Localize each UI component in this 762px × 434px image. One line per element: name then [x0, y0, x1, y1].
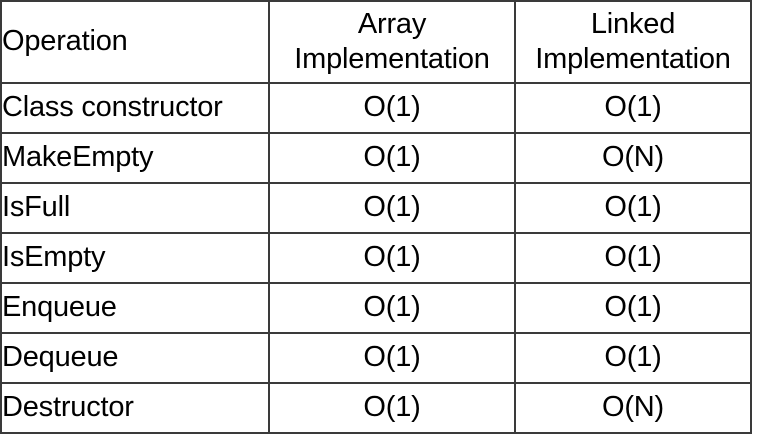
- column-header-operation: Operation: [0, 0, 270, 84]
- cell-array-complexity: O(1): [268, 182, 516, 234]
- column-header-array-line1: Array: [357, 7, 427, 40]
- cell-linked-complexity: O(1): [514, 82, 752, 134]
- table-row: Destructor O(1) O(N): [0, 382, 752, 434]
- column-header-array-implementation: Array Implementation: [268, 0, 516, 84]
- cell-operation-name: IsEmpty: [0, 232, 270, 284]
- column-header-array-line2: Implementation: [294, 43, 490, 75]
- table-row: IsEmpty O(1) O(1): [0, 232, 752, 284]
- cell-operation-name: MakeEmpty: [0, 132, 270, 184]
- table-row: MakeEmpty O(1) O(N): [0, 132, 752, 184]
- cell-operation-name: Enqueue: [0, 282, 270, 334]
- table-row: Class constructor O(1) O(1): [0, 82, 752, 134]
- cell-operation-name: Dequeue: [0, 332, 270, 384]
- cell-array-complexity: O(1): [268, 232, 516, 284]
- cell-linked-complexity: O(1): [514, 282, 752, 334]
- cell-operation-name: Class constructor: [0, 82, 270, 134]
- table-row: Dequeue O(1) O(1): [0, 332, 752, 384]
- column-header-linked-implementation: Linked Implementation: [514, 0, 752, 84]
- cell-linked-complexity: O(N): [514, 382, 752, 434]
- cell-array-complexity: O(1): [268, 282, 516, 334]
- table-row: Enqueue O(1) O(1): [0, 282, 752, 334]
- cell-linked-complexity: O(1): [514, 232, 752, 284]
- cell-operation-name: IsFull: [0, 182, 270, 234]
- column-header-linked-line2: Implementation: [535, 43, 731, 75]
- table-header-row: Operation Array Implementation Linked Im…: [0, 0, 752, 84]
- cell-array-complexity: O(1): [268, 382, 516, 434]
- cell-linked-complexity: O(1): [514, 332, 752, 384]
- cell-array-complexity: O(1): [268, 332, 516, 384]
- cell-linked-complexity: O(1): [514, 182, 752, 234]
- table-row: IsFull O(1) O(1): [0, 182, 752, 234]
- cell-array-complexity: O(1): [268, 132, 516, 184]
- cell-array-complexity: O(1): [268, 82, 516, 134]
- cell-operation-name: Destructor: [0, 382, 270, 434]
- cell-linked-complexity: O(N): [514, 132, 752, 184]
- column-header-linked-line1: Linked: [590, 7, 676, 40]
